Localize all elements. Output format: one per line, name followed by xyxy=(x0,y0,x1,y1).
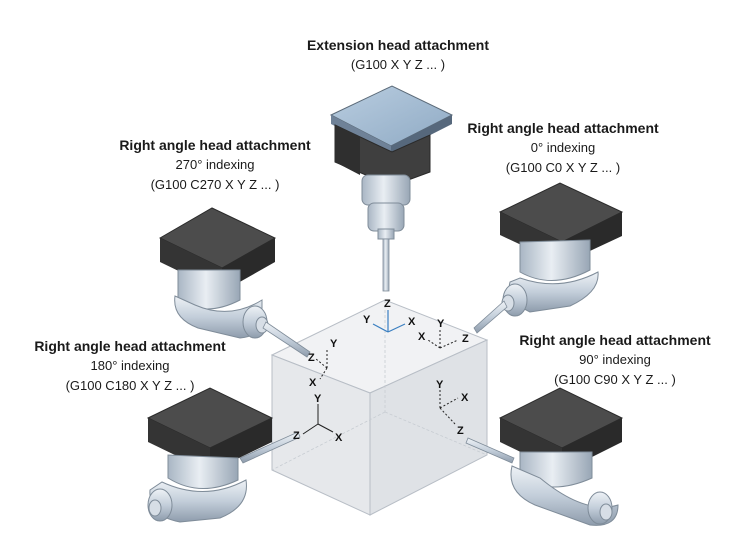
axes-right-upper xyxy=(427,330,459,349)
label-extension-head: Extension head attachment (G100 X Y Z ..… xyxy=(278,35,518,75)
extension-head xyxy=(329,85,454,292)
ra-head-0 xyxy=(473,182,624,334)
axis-label-ru-y: Y xyxy=(437,318,445,330)
axis-label-lu-z: Z xyxy=(308,352,315,364)
axes-top-face xyxy=(372,310,406,333)
ra0-indexing: 0° indexing xyxy=(530,140,596,155)
axes-left-upper xyxy=(315,348,328,380)
axis-label-rl-y: Y xyxy=(436,379,444,391)
ra180-indexing: 180° indexing xyxy=(90,358,170,373)
axis-label-rl-z: Z xyxy=(457,425,464,437)
axis-label-lu-x: X xyxy=(309,377,317,389)
ra90-indexing: 90° indexing xyxy=(579,352,651,367)
ra-head-270 xyxy=(158,207,311,358)
ra0-code: (G100 C0 X Y Z ... ) xyxy=(505,160,621,175)
workpiece-block xyxy=(270,299,489,516)
label-ra-180: Right angle head attachment 180° indexin… xyxy=(15,336,245,396)
ra270-indexing: 270° indexing xyxy=(175,157,255,172)
ra180-code: (G100 C180 X Y Z ... ) xyxy=(65,378,195,393)
axis-label-ll-z: Z xyxy=(293,430,300,442)
ra180-title: Right angle head attachment xyxy=(34,338,226,354)
axis-label-ru-x: X xyxy=(418,331,426,343)
ra0-title: Right angle head attachment xyxy=(467,120,659,136)
axis-label-lu-y: Y xyxy=(330,338,338,350)
axis-label-top-y: Y xyxy=(363,314,371,326)
extension-code: (G100 X Y Z ... ) xyxy=(350,57,446,72)
axis-label-top-x: X xyxy=(408,316,416,328)
axis-label-top-z: Z xyxy=(384,298,391,310)
ra90-code: (G100 C90 X Y Z ... ) xyxy=(554,372,676,387)
axes-right-lower xyxy=(439,390,459,425)
ra-head-90 xyxy=(465,387,624,526)
axes-left-lower xyxy=(302,404,334,435)
label-ra-270: Right angle head attachment 270° indexin… xyxy=(100,135,330,195)
extension-title: Extension head attachment xyxy=(306,37,490,53)
label-ra-90: Right angle head attachment 90° indexing… xyxy=(500,330,730,390)
ra270-code: (G100 C270 X Y Z ... ) xyxy=(150,177,280,192)
axis-label-ru-z: Z xyxy=(462,333,469,345)
axis-label-ll-x: X xyxy=(335,432,343,444)
ra-head-180 xyxy=(146,387,301,523)
ra90-title: Right angle head attachment xyxy=(519,332,711,348)
label-ra-0: Right angle head attachment 0° indexing … xyxy=(448,118,678,178)
axis-label-rl-x: X xyxy=(461,392,469,404)
axis-label-ll-y: Y xyxy=(314,393,322,405)
ra270-title: Right angle head attachment xyxy=(119,137,311,153)
